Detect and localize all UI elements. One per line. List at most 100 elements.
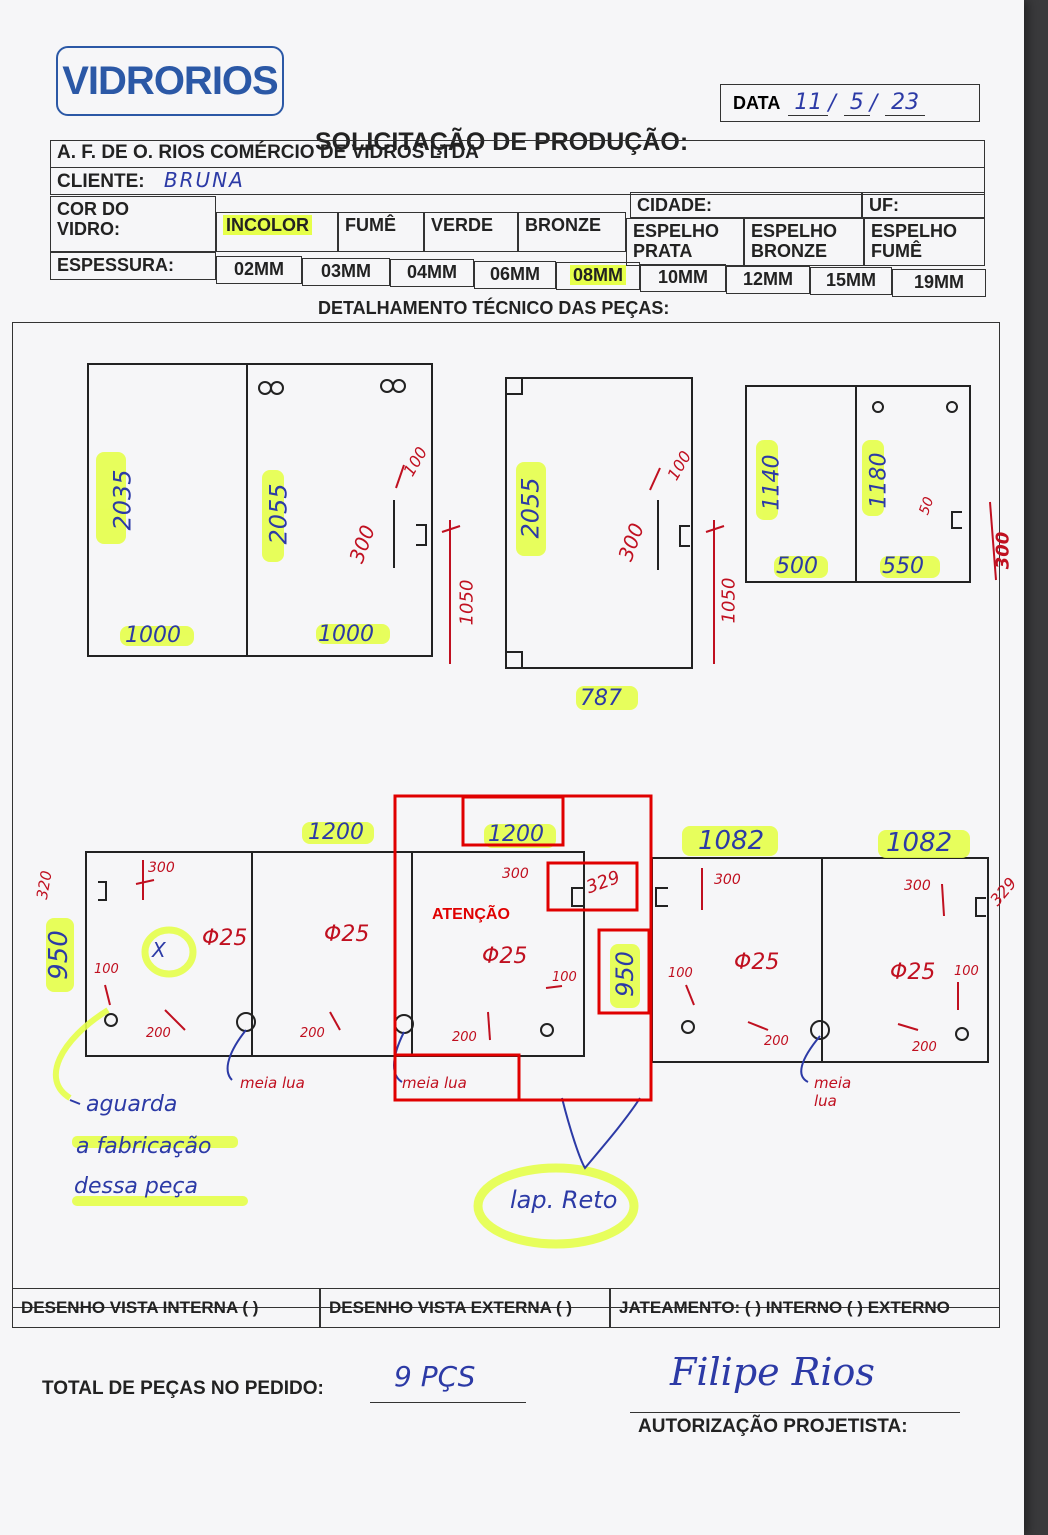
p2-height: 2055 bbox=[264, 483, 293, 545]
bottom-width-1: 1200 bbox=[308, 820, 364, 845]
bottom-d-300-2: 300 bbox=[502, 866, 529, 882]
bottom-d-100-3: 100 bbox=[668, 966, 693, 981]
bottom-d-200-3: 200 bbox=[452, 1030, 477, 1045]
thickness-option[interactable]: 08MM bbox=[556, 262, 640, 291]
authorization-label: AUTORIZAÇÃO PROJETISTA: bbox=[638, 1416, 908, 1437]
thickness-text: 03MM bbox=[320, 260, 371, 281]
thickness-option[interactable]: 03MM bbox=[302, 257, 390, 286]
thickness-text: 04MM bbox=[406, 262, 457, 283]
bottom-d-300-4: 300 bbox=[904, 878, 931, 894]
client-label: CLIENTE: bbox=[57, 171, 145, 192]
p3-width: 787 bbox=[580, 686, 622, 711]
glass-color-text: INCOLOR bbox=[223, 215, 312, 235]
thickness-option[interactable]: 19MM bbox=[892, 268, 986, 297]
section-title: DETALHAMENTO TÉCNICO DAS PEÇAS: bbox=[318, 298, 670, 318]
bottom-phi-2: Φ25 bbox=[324, 922, 370, 947]
glass-color-option[interactable]: INCOLOR bbox=[216, 212, 338, 252]
view-internal-label: DESENHO VISTA INTERNA ( ) bbox=[21, 1298, 259, 1317]
p5-width: 550 bbox=[882, 554, 924, 579]
panel-4 bbox=[745, 385, 971, 583]
p5-height: 1180 bbox=[866, 452, 892, 509]
glass-color-label-2: VIDRO: bbox=[57, 219, 120, 239]
thickness-option[interactable]: 02MM bbox=[216, 256, 302, 284]
city-label: CIDADE: bbox=[637, 195, 712, 215]
sandblast-field: JATEAMENTO: ( ) INTERNO ( ) EXTERNO bbox=[610, 1288, 1000, 1328]
date-year: 23 bbox=[885, 90, 926, 116]
glass-color-label-line-2: PRATA bbox=[633, 241, 693, 261]
drawing-frame bbox=[12, 322, 1000, 1308]
glass-color-option[interactable]: BRONZE bbox=[518, 212, 626, 252]
attention-box-meia-lua bbox=[393, 1053, 521, 1102]
date-field: DATA 11 / 5 / 23 bbox=[720, 84, 980, 122]
page-title: SOLICITAÇÃO DE PRODUÇÃO: bbox=[315, 128, 689, 156]
bottom-height-1: 950 bbox=[43, 930, 74, 980]
bottom-height-2: 950 bbox=[610, 951, 639, 997]
bottom-d-200-2: 200 bbox=[300, 1026, 325, 1041]
total-label: TOTAL DE PEÇAS NO PEDIDO: bbox=[42, 1378, 324, 1399]
bottom-width-3: 1082 bbox=[698, 826, 765, 856]
p4-height: 1140 bbox=[759, 454, 785, 511]
total-value: 9 PÇS bbox=[394, 1360, 476, 1393]
glass-color-label-line-2: BRONZE bbox=[751, 241, 827, 261]
uf-field: UF: bbox=[862, 192, 985, 218]
bottom-phi-5: Φ25 bbox=[890, 960, 936, 985]
glass-color-option[interactable]: VERDE bbox=[424, 212, 518, 252]
thickness-text: 02MM bbox=[233, 259, 284, 279]
note-line-1: aguarda bbox=[86, 1092, 178, 1117]
bottom-d-300-1: 300 bbox=[148, 860, 175, 876]
thickness-text: 12MM bbox=[742, 268, 793, 289]
thickness-option[interactable]: 15MM bbox=[810, 267, 892, 296]
panel-1 bbox=[87, 363, 433, 657]
glass-color-text: FUMÊ bbox=[345, 215, 396, 235]
p2-d2: 1050 bbox=[456, 579, 478, 626]
p4-width: 500 bbox=[776, 554, 818, 579]
attention-box-width bbox=[461, 795, 565, 847]
thickness-option[interactable]: 12MM bbox=[726, 265, 810, 294]
bottom-d-100-1: 100 bbox=[94, 962, 119, 977]
view-internal-field: DESENHO VISTA INTERNA ( ) bbox=[12, 1288, 320, 1328]
total-underline bbox=[370, 1402, 526, 1403]
thickness-text: 15MM bbox=[825, 270, 876, 291]
attention-box-hinge bbox=[546, 861, 639, 912]
thickness-option[interactable]: 04MM bbox=[390, 259, 474, 288]
vidrorios-logo: VIDRORIOS bbox=[56, 46, 284, 116]
lap-reto-note: lap. Reto bbox=[510, 1186, 618, 1214]
city-field: CIDADE: bbox=[630, 192, 862, 218]
thickness-text: 10MM bbox=[657, 267, 708, 287]
bottom-width-2: 1200 bbox=[488, 822, 544, 847]
glass-color-text: ESPELHO bbox=[871, 221, 958, 241]
glass-color-label-line-2: FUMÊ bbox=[871, 241, 922, 261]
panel-3 bbox=[505, 377, 693, 669]
bottom-phi-4: Φ25 bbox=[734, 950, 780, 975]
bottom-panel-1 bbox=[85, 851, 585, 1057]
glass-color-text: ESPELHO bbox=[751, 221, 838, 241]
thickness-option[interactable]: 10MM bbox=[640, 264, 726, 292]
view-external-field: DESENHO VISTA EXTERNA ( ) bbox=[320, 1288, 610, 1328]
glass-color-label-line-1: ESPELHO bbox=[633, 221, 737, 241]
bottom-d-200-5: 200 bbox=[912, 1040, 937, 1055]
thickness-text: 19MM bbox=[913, 271, 964, 292]
glass-color-text: ESPELHO bbox=[633, 221, 720, 241]
uf-label: UF: bbox=[869, 195, 899, 215]
glass-color-label-line-1: FUMÊ bbox=[345, 215, 417, 235]
signature-line bbox=[630, 1412, 960, 1413]
note-line-2: a fabricação bbox=[76, 1134, 212, 1159]
attention-label: ATENÇÃO bbox=[432, 906, 510, 923]
client-row: CLIENTE: BRUNA bbox=[50, 167, 985, 195]
p5-d1: 300 bbox=[992, 531, 1014, 570]
attention-box-height bbox=[597, 928, 651, 1015]
glass-color-label-1: COR DO bbox=[57, 199, 129, 219]
bottom-x-mark: X bbox=[152, 938, 166, 962]
bottom-phi-1: Φ25 bbox=[202, 926, 248, 951]
thickness-option[interactable]: 06MM bbox=[474, 260, 556, 289]
production-request-sheet: VIDRORIOS DATA 11 / 5 / 23 SOLICITAÇÃO D… bbox=[0, 0, 1024, 1535]
glass-color-text: BRONZE bbox=[525, 215, 601, 235]
glass-color-label-line-1: VERDE bbox=[431, 215, 511, 235]
glass-color-option[interactable]: FUMÊ bbox=[338, 212, 424, 252]
sandblast-label: JATEAMENTO: ( ) INTERNO ( ) EXTERNO bbox=[619, 1298, 950, 1317]
date-month: 5 bbox=[843, 90, 870, 116]
bottom-phi-3: Φ25 bbox=[482, 944, 528, 969]
